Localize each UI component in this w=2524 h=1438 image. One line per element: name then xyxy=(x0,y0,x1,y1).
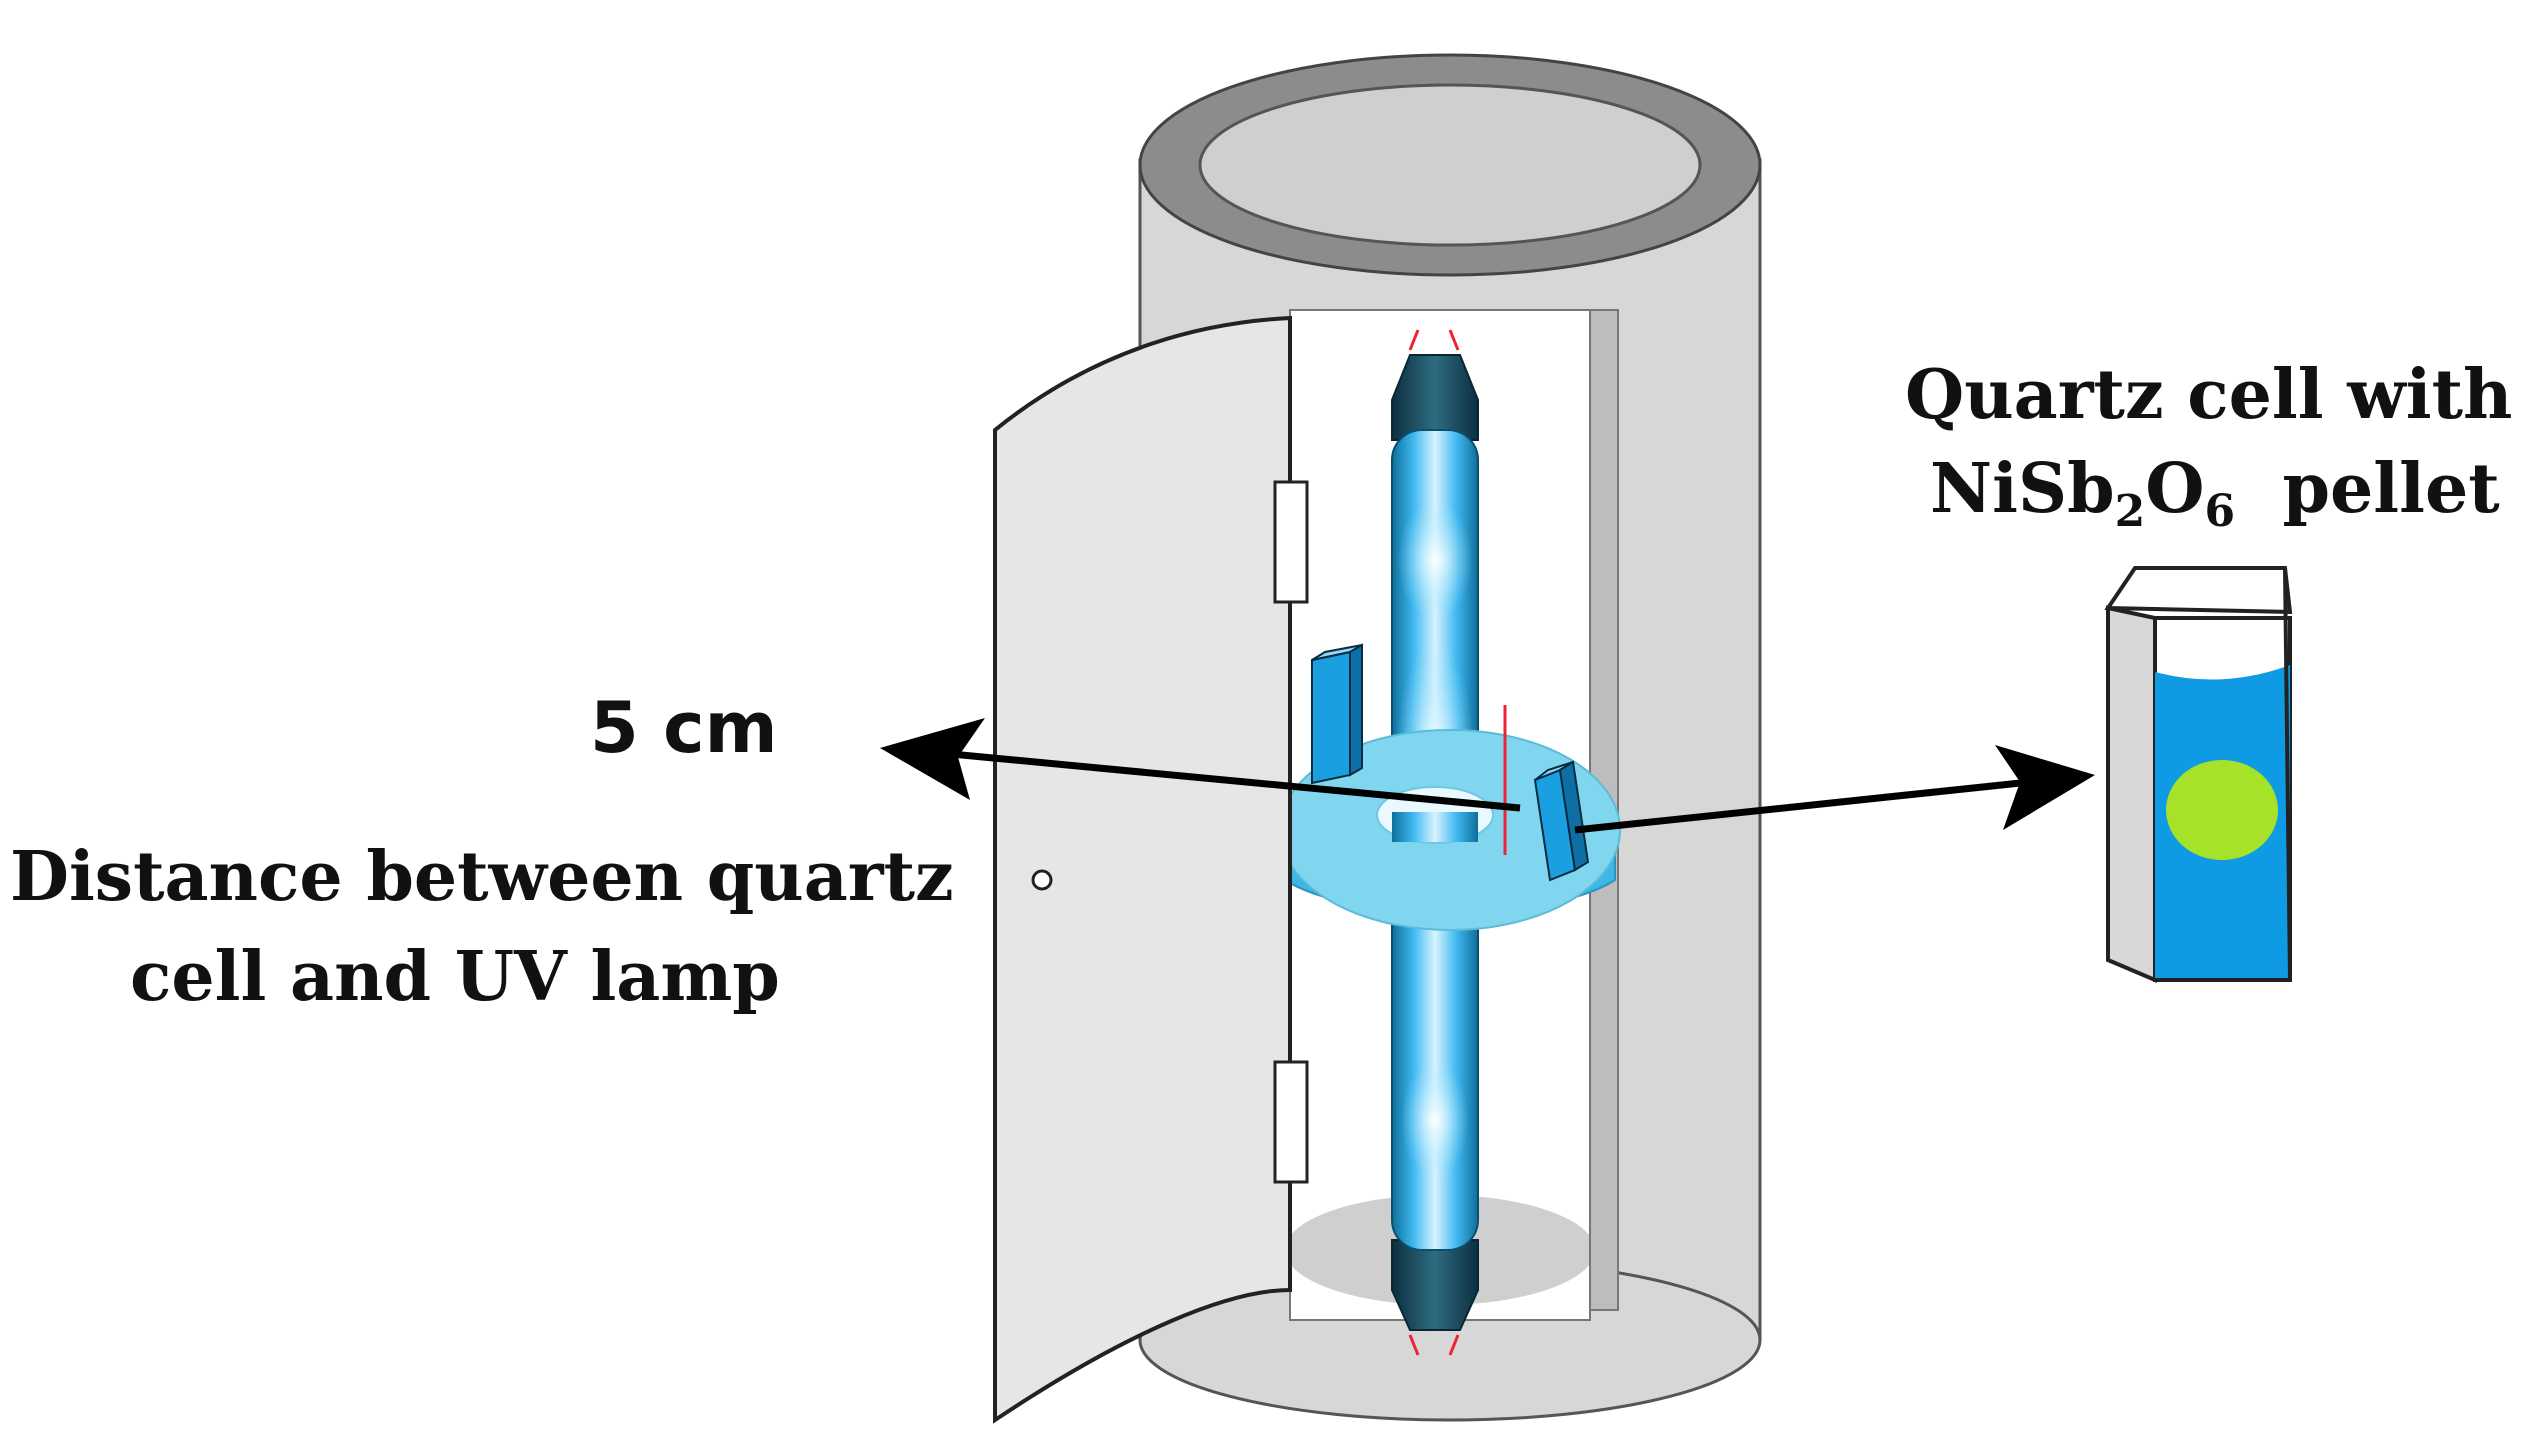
distance-arrow xyxy=(880,718,1521,812)
lamp-glow-lower xyxy=(1401,1060,1469,1180)
lamp-top-wire xyxy=(1408,329,1460,351)
distance-value-label: 5 cm xyxy=(590,687,778,769)
cell-edge xyxy=(2283,567,2292,981)
formula-ni-sb: NiSb xyxy=(1930,449,2115,529)
nisb2o6-pellet xyxy=(2166,760,2278,860)
lamp-top-cap xyxy=(1391,354,1479,441)
distance-description-line2: cell and UV lamp xyxy=(130,937,780,1017)
lamp-bottom-wire xyxy=(1408,1334,1460,1356)
distance-description-line1: Distance between quartz xyxy=(10,837,954,917)
chamber-door xyxy=(993,315,1309,1424)
cell-label-line1: Quartz cell with xyxy=(1905,355,2512,435)
cell-pointer-arrow xyxy=(1574,745,2095,834)
lamp-bottom-cap xyxy=(1391,1239,1479,1331)
quartz-cell-detail xyxy=(2104,566,2293,984)
cell-arrow-shaft xyxy=(1574,778,2031,834)
door-panel xyxy=(993,315,1292,1424)
cell-top-rim xyxy=(2104,566,2293,615)
rear-quartz-cell xyxy=(1311,643,1363,785)
chamber-top-inner xyxy=(1198,83,1702,247)
front-quartz-cell xyxy=(1533,760,1590,882)
formula-sub-2: 2 xyxy=(2115,486,2146,537)
arrow-left-icon xyxy=(880,718,985,800)
door-knob xyxy=(1031,869,1053,891)
door-hinge-top xyxy=(1273,480,1309,604)
distance-arrow-shaft xyxy=(929,748,1521,812)
arrow-right-icon xyxy=(1995,745,2095,830)
cell-label-line2: NiSb2O6 pellet xyxy=(1930,449,2500,537)
formula-pellet: pellet xyxy=(2235,449,2500,529)
lamp-through-stage xyxy=(1392,812,1478,842)
cell-left-face xyxy=(2106,605,2157,984)
formula-sub-6: 6 xyxy=(2205,486,2236,537)
door-hinge-bottom xyxy=(1273,1060,1309,1184)
lamp-glow-upper xyxy=(1397,500,1473,620)
formula-o: O xyxy=(2145,449,2204,529)
